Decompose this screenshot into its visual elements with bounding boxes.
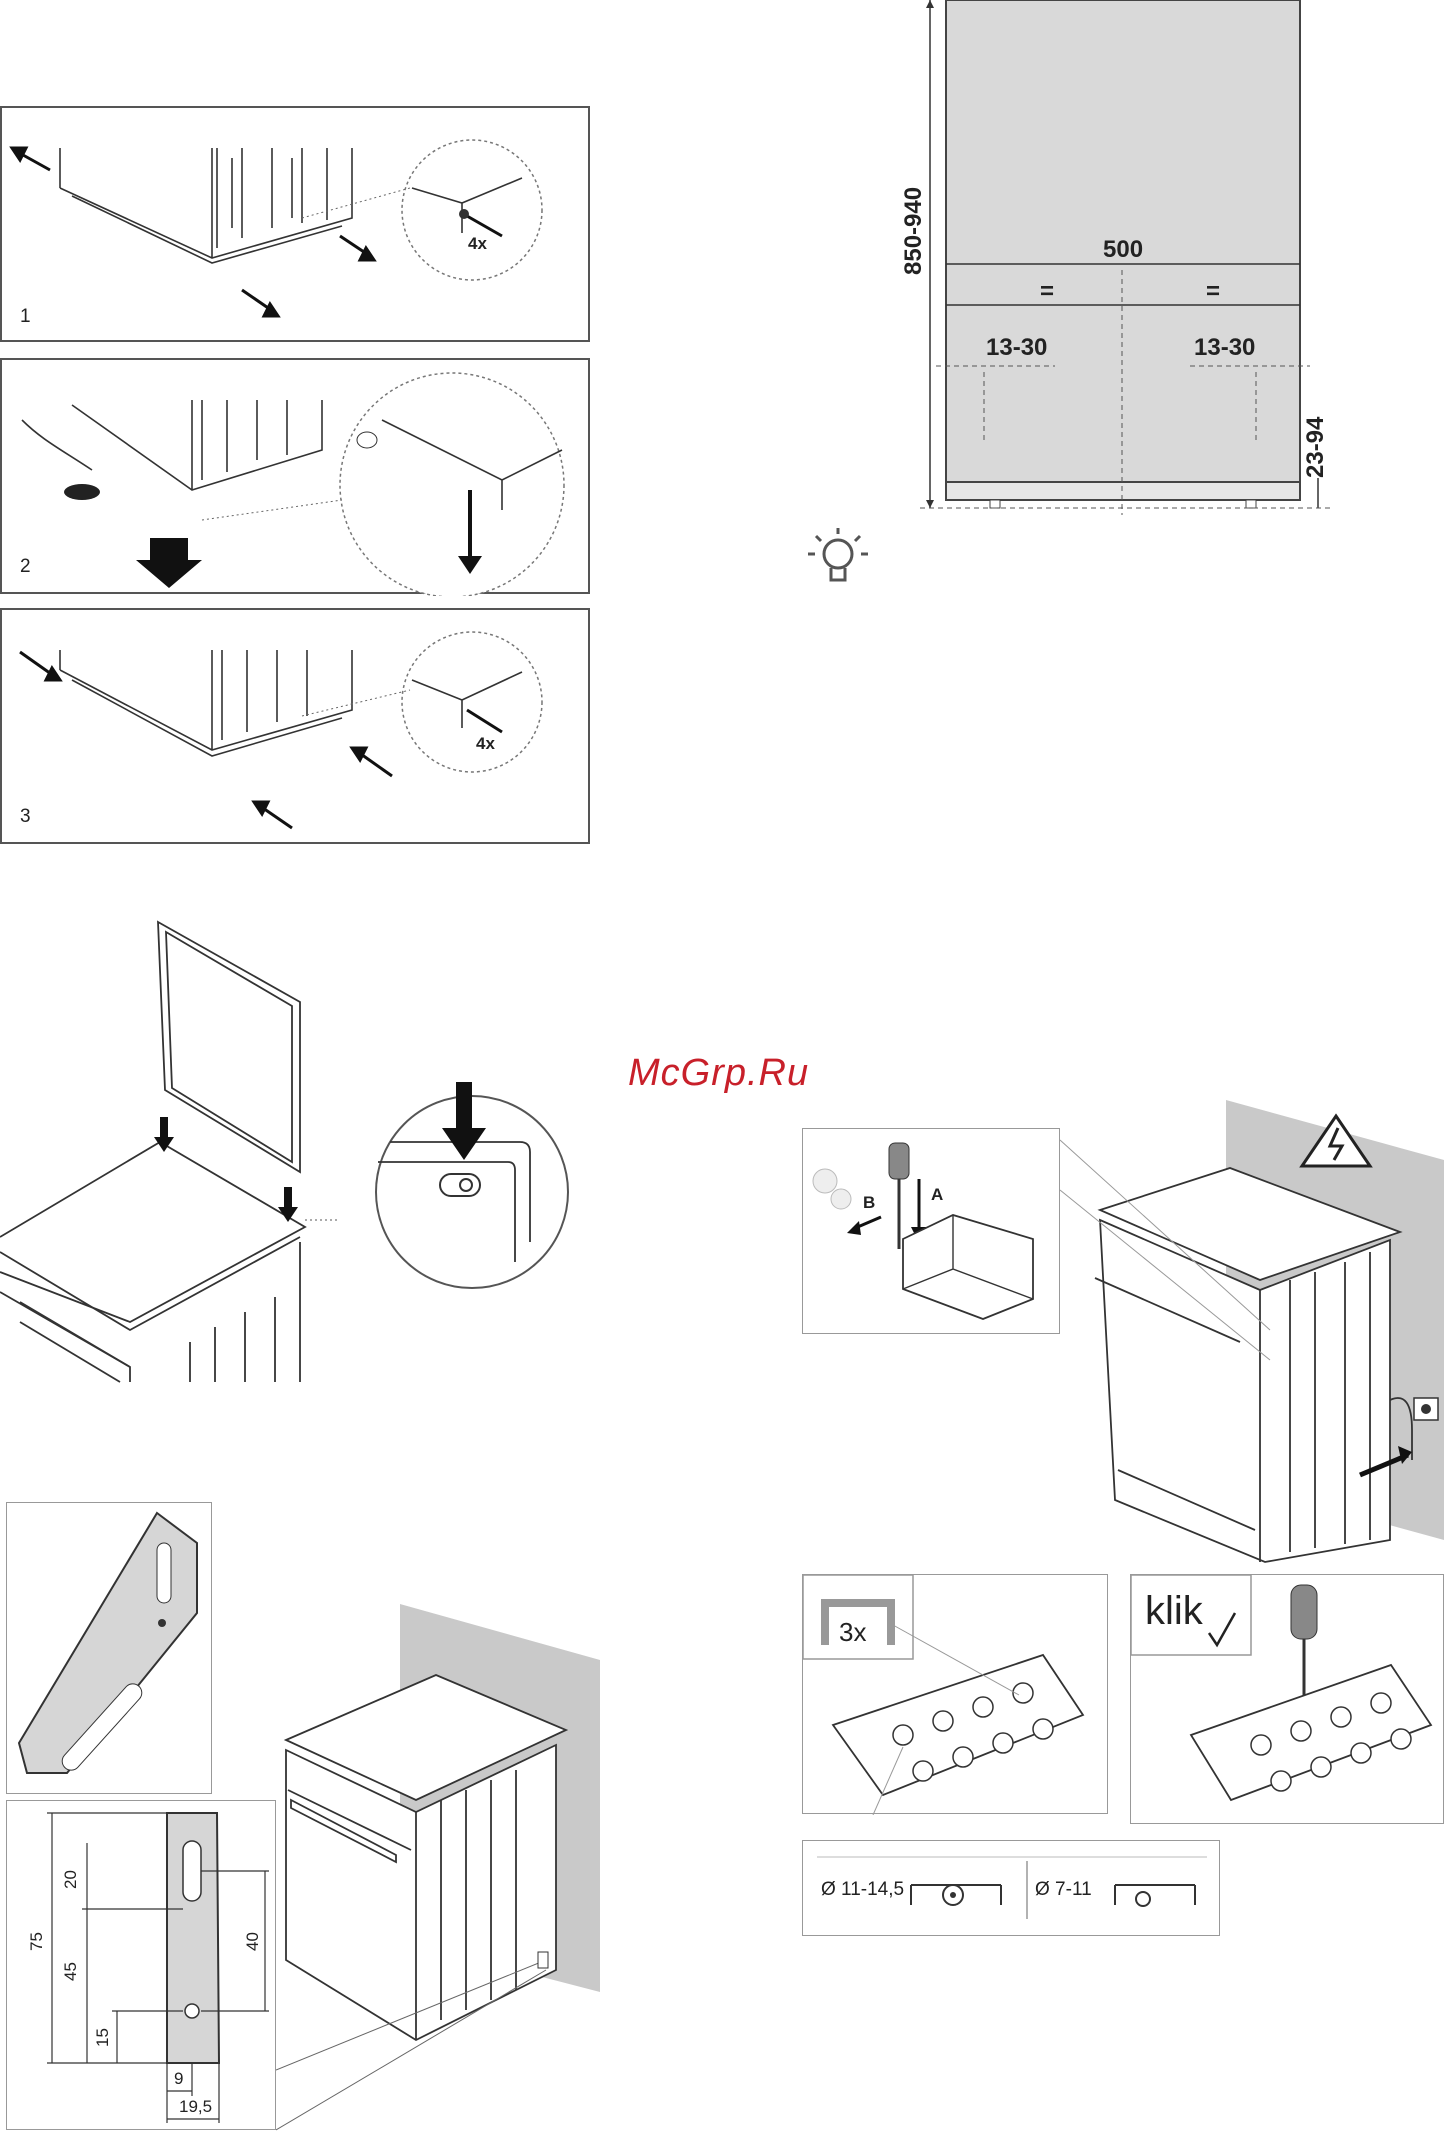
offset-left-label: 13-30 <box>986 334 1047 362</box>
screw-count-label-3: 4x <box>476 734 495 754</box>
electric-hazard-icon <box>1300 1116 1372 1172</box>
bracket-dim-20: 20 <box>61 1870 81 1889</box>
tip-bulb-icon <box>802 524 874 596</box>
bracket-perspective-illustration <box>7 1503 213 1795</box>
cable-diameter-panel: Ø 11-14,5 Ø 7-11 <box>802 1840 1220 1936</box>
stove-wall-bracket-illustration <box>276 1600 616 2140</box>
half-width-left-label: = <box>1040 278 1054 306</box>
stove-base-illustration-2 <box>2 360 592 596</box>
stove-electric-connection-illustration <box>1040 1100 1444 1570</box>
step-number-2: 2 <box>20 556 31 578</box>
terminal-block-illustration <box>803 1129 1061 1335</box>
marker-b-label: B <box>863 1193 875 1213</box>
stove-base-illustration-3 <box>2 610 592 846</box>
bracket-dimension-drawing <box>7 1801 277 2131</box>
cable-small-diameter-label: Ø 7-11 <box>1035 1879 1092 1901</box>
terminal-bridge-illustration <box>803 1575 1109 1815</box>
terminal-block-panel: A B <box>802 1128 1060 1334</box>
bracket-dim-15: 15 <box>93 2028 113 2047</box>
bracket-perspective-panel <box>6 1502 212 1794</box>
klik-label: klik <box>1145 1589 1203 1634</box>
bridge-count-label: 3x <box>839 1617 866 1648</box>
terminal-bridge-panel: 3x <box>802 1574 1108 1814</box>
bracket-dim-9: 9 <box>174 2069 183 2089</box>
width-dimension-label: 500 <box>1103 236 1143 264</box>
panel-step-2: 2 <box>0 358 590 594</box>
bracket-dimension-panel: 75 20 45 15 40 9 19,5 <box>6 1800 276 2130</box>
bracket-dim-40: 40 <box>243 1932 263 1951</box>
terminal-klik-panel: klik <box>1130 1574 1444 1824</box>
screw-count-label-1: 4x <box>468 234 487 254</box>
marker-a-label: A <box>931 1185 943 1205</box>
bracket-dim-75: 75 <box>27 1932 47 1951</box>
step-number-3: 3 <box>20 806 31 828</box>
bracket-dim-19-5: 19,5 <box>179 2097 212 2117</box>
stove-base-illustration-1 <box>2 108 592 344</box>
stove-lid-illustration <box>0 912 580 1388</box>
watermark-text: McGrp.Ru <box>628 1052 809 1095</box>
half-width-right-label: = <box>1206 278 1220 306</box>
panel-step-1: 1 4x <box>0 106 590 342</box>
offset-right-label: 13-30 <box>1194 334 1255 362</box>
bracket-dim-45: 45 <box>61 1962 81 1981</box>
height-dimension-label: 850-940 <box>900 187 928 275</box>
niche-dimension-drawing <box>900 0 1360 540</box>
panel-step-3: 3 4x <box>0 608 590 844</box>
step-number-1: 1 <box>20 306 31 328</box>
bracket-height-label: 23-94 <box>1302 417 1330 478</box>
cable-large-diameter-label: Ø 11-14,5 <box>821 1879 904 1901</box>
